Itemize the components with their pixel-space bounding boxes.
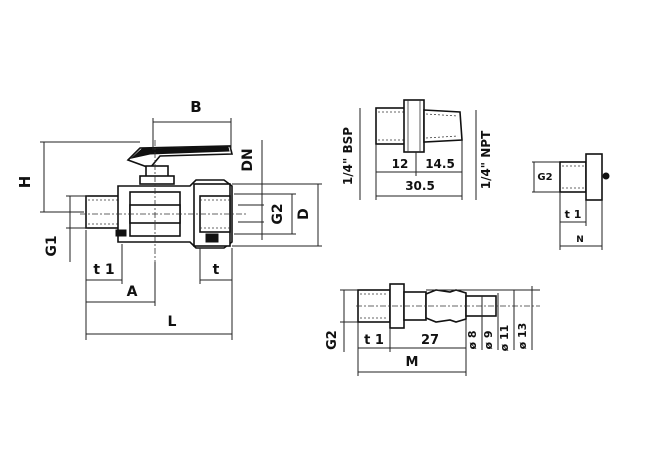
adapter-dim-30-5: 30.5 bbox=[405, 179, 435, 193]
dim-t-label: t bbox=[213, 262, 220, 278]
nipple-dia-8: ø 8 bbox=[466, 330, 479, 349]
nipple-dia-9: ø 9 bbox=[482, 330, 495, 349]
nipple-t1-label: t 1 bbox=[364, 333, 384, 348]
valve-left-end bbox=[85, 195, 123, 229]
dim-D-label: D bbox=[296, 208, 312, 220]
valve-seal-left bbox=[115, 229, 127, 237]
adapter-bsp-label: 1/4" BSP bbox=[341, 127, 355, 185]
nipple-dim-27: 27 bbox=[421, 333, 439, 348]
adapter-dim-12: 12 bbox=[392, 157, 409, 171]
plug-G2-label: G2 bbox=[537, 172, 552, 183]
bsp-npt-adapter-drawing: 1/4" BSP 1/4" NPT 12 14.5 30.5 bbox=[341, 99, 493, 200]
adapter-npt-label: 1/4" NPT bbox=[479, 130, 493, 189]
nipple-dia-11: ø 11 bbox=[498, 325, 511, 352]
dim-G1-label: G1 bbox=[44, 235, 60, 256]
dim-L-label: L bbox=[168, 314, 177, 330]
nipple-dia-13: ø 13 bbox=[516, 323, 529, 350]
valve-seal bbox=[205, 233, 219, 243]
plug-pin bbox=[602, 172, 610, 180]
nipple-M-label: M bbox=[406, 355, 419, 370]
plug-head bbox=[585, 153, 603, 201]
dim-A-label: A bbox=[127, 284, 138, 300]
plug-N-label: N bbox=[576, 235, 584, 245]
adapter-dim-14-5: 14.5 bbox=[425, 157, 455, 171]
plug-thread bbox=[559, 161, 587, 193]
plug-drawing: G2 t 1 N bbox=[532, 153, 610, 250]
ball-valve-drawing: B H DN G2 D G1 t 1 t A bbox=[16, 98, 322, 340]
adapter-bsp-thread bbox=[375, 107, 407, 145]
plug-t1-label: t 1 bbox=[565, 208, 582, 221]
dim-G2-label: G2 bbox=[270, 203, 286, 224]
valve-handle-grip bbox=[130, 146, 230, 159]
nipple-G2-label: G2 bbox=[325, 330, 340, 350]
dim-H-label: H bbox=[16, 176, 34, 189]
dim-t1-label: t 1 bbox=[93, 262, 114, 278]
valve-stem-nut bbox=[139, 175, 175, 185]
adapter-hex bbox=[403, 99, 425, 153]
dim-DN-label: DN bbox=[240, 148, 256, 171]
dim-B-label: B bbox=[190, 98, 201, 116]
hose-nipple-drawing: G2 t 1 27 M ø 8 ø 9 ø 11 ø 13 bbox=[325, 283, 540, 376]
